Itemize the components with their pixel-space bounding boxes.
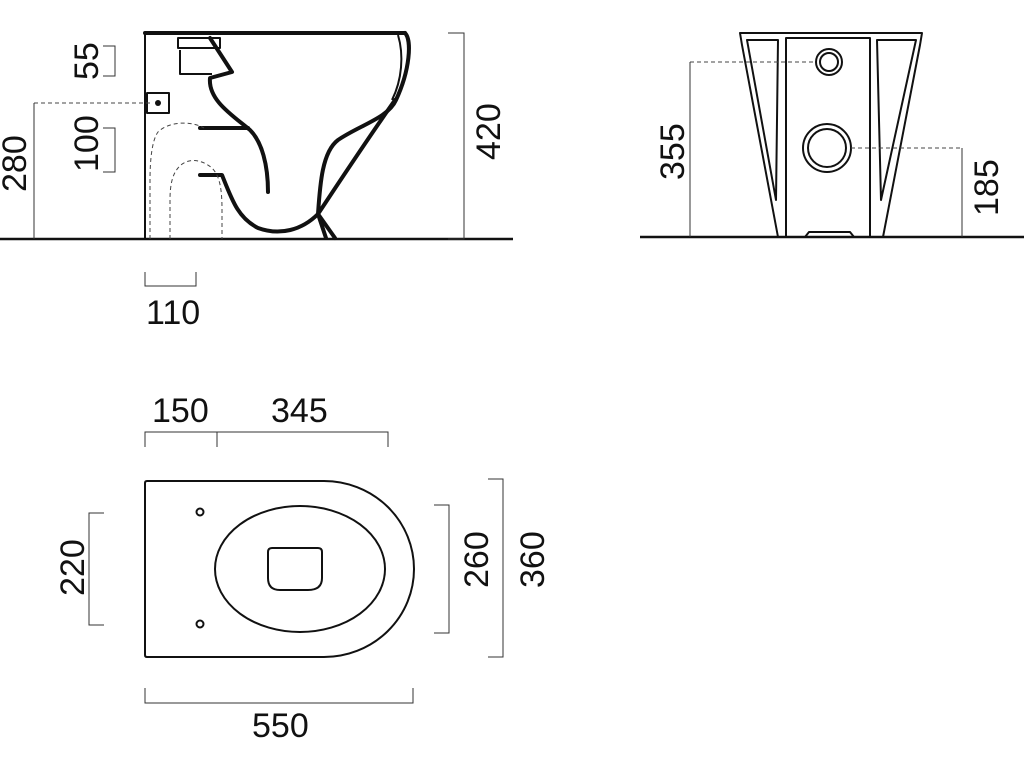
dim-185-label: 185 xyxy=(968,159,1006,216)
front-view-waste-hole-outer xyxy=(802,123,852,173)
front-view-left-panel xyxy=(746,39,779,201)
dim-420-label: 420 xyxy=(470,103,508,160)
side-view-flush-channel xyxy=(179,50,212,75)
front-view-flush-hole-inner xyxy=(819,52,839,72)
dim-260-label: 260 xyxy=(458,531,496,588)
side-view-fixing-hole xyxy=(155,100,161,106)
top-view-fixing-hole-bottom xyxy=(195,619,205,629)
dim-260-bracket xyxy=(434,504,450,634)
dim-220-label: 220 xyxy=(54,539,92,596)
dim-345-label: 345 xyxy=(271,392,328,430)
side-view-waste-path-a xyxy=(149,122,205,239)
dim-280-label: 280 xyxy=(0,135,34,192)
top-view: 150 345 220 260 360 550 xyxy=(54,392,552,745)
side-view-flush-inlet xyxy=(177,37,221,49)
dim-220-bracket xyxy=(88,512,104,626)
dim-55-bracket xyxy=(103,45,116,77)
dim-550-label: 550 xyxy=(252,707,309,745)
dim-150-label: 150 xyxy=(152,392,209,430)
front-view-body-outline xyxy=(739,32,923,238)
dim-550-bracket xyxy=(144,688,414,704)
side-view-bowl-inner-rim xyxy=(207,36,270,194)
top-view-bowl-ellipse xyxy=(214,505,386,633)
side-view-rim-edge xyxy=(391,34,403,101)
dim-100-bracket xyxy=(103,127,116,173)
side-view-foot-contour xyxy=(316,98,397,240)
front-view-waste-hole-inner xyxy=(807,128,847,168)
front-view: 355 185 xyxy=(640,32,1024,239)
dim-360-label: 360 xyxy=(514,531,552,588)
dim-150-345-line xyxy=(144,431,389,447)
top-view-drain-opening xyxy=(267,547,323,591)
side-view: 55 100 280 420 110 xyxy=(0,31,513,332)
side-view-trap-contour xyxy=(198,173,320,234)
dim-360-bracket xyxy=(488,478,504,658)
front-view-center-panel xyxy=(785,37,871,238)
front-view-foot xyxy=(804,231,855,238)
dim-420-bracket xyxy=(448,32,465,240)
top-view-body-outline xyxy=(144,480,415,658)
dim-355-label: 355 xyxy=(654,123,692,180)
front-view-flush-hole-outer xyxy=(815,48,843,76)
dim-110-label: 110 xyxy=(146,294,200,332)
top-view-fixing-hole-top xyxy=(195,507,205,517)
dim-100-label: 100 xyxy=(68,115,106,172)
dim-110-bracket xyxy=(144,272,197,287)
side-view-waste-path-b xyxy=(169,160,223,239)
front-view-right-panel xyxy=(876,39,917,201)
dim-55-label: 55 xyxy=(68,42,106,80)
side-view-bowl-outer-contour xyxy=(316,31,411,240)
